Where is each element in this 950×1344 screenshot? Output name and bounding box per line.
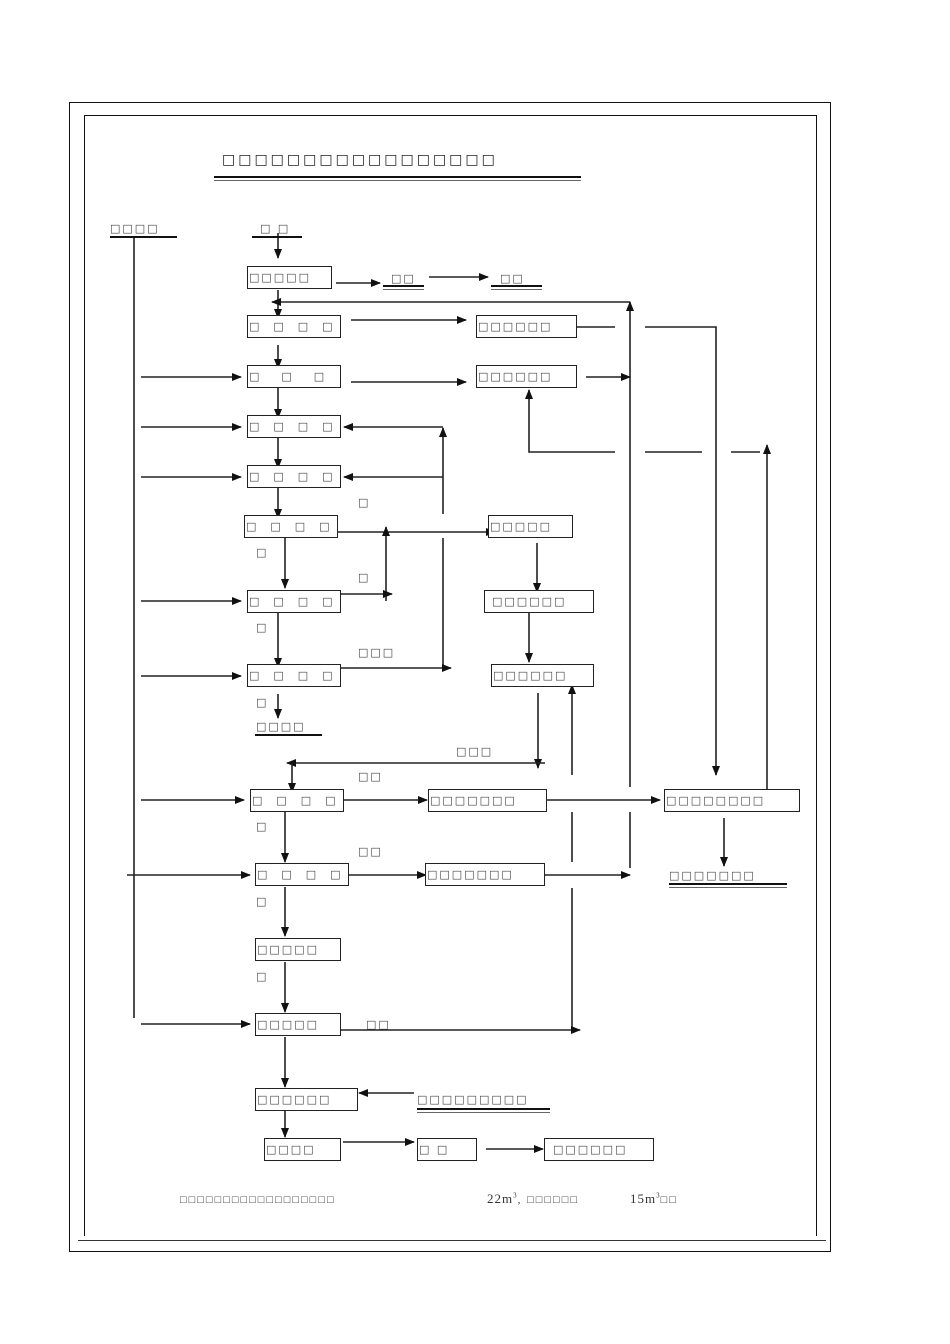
process-box-r5[interactable]: □□□□□□	[491, 664, 594, 687]
label-flow-2: □□	[358, 845, 383, 858]
label-right-out: □□□□□□□	[669, 869, 756, 882]
label-side-3: □	[256, 696, 269, 709]
title-underline	[214, 176, 581, 181]
diagram-title: □□□□□□□□□□□□□□□□□	[222, 152, 498, 168]
arrow-recycle-r2	[525, 389, 615, 453]
label-branch-3: □□□	[358, 646, 396, 659]
underline-out-a	[383, 285, 424, 290]
process-box-c1[interactable]: □□□□□□□	[428, 789, 547, 812]
page-border-inner	[84, 115, 817, 1236]
label-branch-1: □	[358, 496, 371, 509]
footnote-value-2: 15m3□□	[630, 1191, 678, 1206]
process-box-b3[interactable]: □□□	[247, 365, 341, 388]
process-box-r2[interactable]: □□□□□□	[476, 365, 577, 388]
label-side-6: □	[256, 970, 269, 983]
label-side-4: □	[256, 820, 269, 833]
underline-source	[252, 236, 302, 238]
process-box-b12[interactable]: □□□□□	[255, 1013, 341, 1036]
process-box-b7[interactable]: □□□□	[247, 590, 341, 613]
label-recycle: □□□	[456, 745, 494, 758]
label-source: □ □	[260, 222, 291, 235]
label-out-a: □□	[391, 272, 416, 285]
footnote-values: 22m3, □□□□□□	[487, 1191, 579, 1206]
page-border-outer	[69, 102, 831, 1252]
underline-bottom-input	[417, 1108, 550, 1113]
process-box-b8[interactable]: □□□□	[247, 664, 341, 687]
process-box-b10[interactable]: □□□□	[255, 863, 349, 886]
process-box-b14[interactable]: □□□□	[264, 1138, 341, 1161]
process-box-c2[interactable]: □□□□□□□	[425, 863, 545, 886]
process-box-b11[interactable]: □□□□□	[255, 938, 341, 961]
process-box-b5[interactable]: □□□□	[247, 465, 341, 488]
process-box-r4[interactable]: □□□□□□	[484, 590, 594, 613]
footnote-text: □□□□□□□□□□□□□□□□□□	[180, 1194, 336, 1206]
label-out-b: □□	[500, 272, 525, 285]
process-box-b2[interactable]: □□□□	[247, 315, 341, 338]
label-top-left: □□□□	[110, 222, 160, 235]
label-flow-1: □□	[358, 770, 383, 783]
label-side-2: □	[256, 621, 269, 634]
page-footer-rule	[78, 1240, 826, 1241]
label-side-5: □	[256, 895, 269, 908]
arrow-r1-farright	[645, 326, 720, 776]
process-box-b1[interactable]: □□□□□	[247, 266, 332, 289]
process-box-b6[interactable]: □□□□	[244, 515, 338, 538]
label-mid-out: □□□□	[256, 720, 306, 733]
process-box-far-right[interactable]: □□□□□□□□	[664, 789, 800, 812]
underline-top-left	[110, 236, 177, 238]
process-box-r1[interactable]: □□□□□□	[476, 315, 577, 338]
process-box-r3[interactable]: □□□□□	[488, 515, 573, 538]
label-branch-2: □	[358, 571, 371, 584]
process-box-b4[interactable]: □□□□	[247, 415, 341, 438]
underline-out-b	[491, 285, 542, 290]
label-bottom-input: □□□□□□□□□	[417, 1093, 529, 1106]
label-flow-3: □□	[366, 1018, 391, 1031]
process-box-b16[interactable]: □□□□□□	[544, 1138, 654, 1161]
underline-mid-out	[255, 734, 322, 736]
label-side-1: □	[256, 546, 269, 559]
process-box-b9[interactable]: □□□□	[250, 789, 344, 812]
process-box-b15[interactable]: □ □	[417, 1138, 477, 1161]
process-box-b13[interactable]: □□□□□□	[255, 1088, 358, 1111]
underline-right-out	[669, 883, 787, 888]
